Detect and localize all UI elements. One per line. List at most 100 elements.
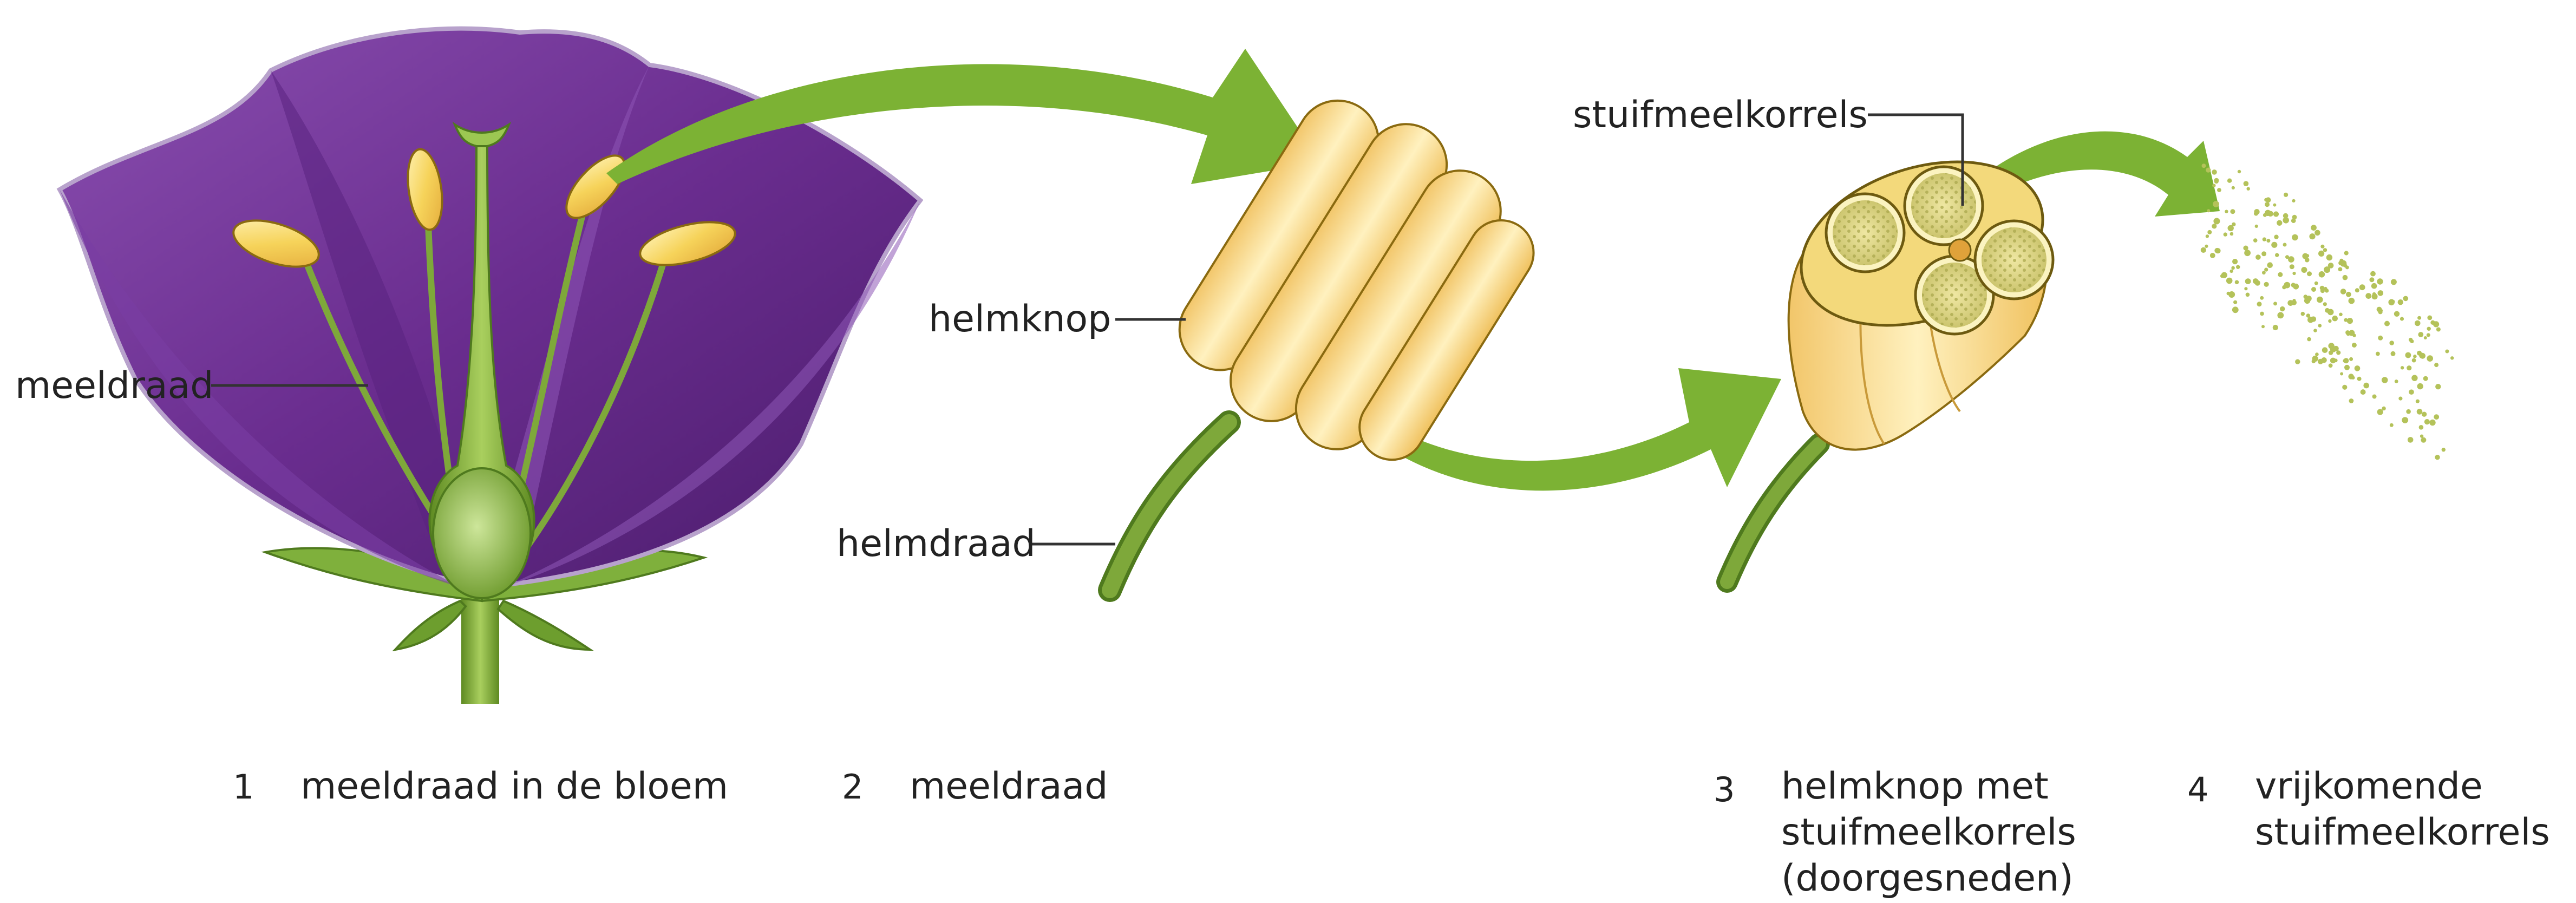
pollen-grain xyxy=(2370,271,2376,277)
pollen-grain xyxy=(2338,267,2343,272)
pollen-grain xyxy=(2265,210,2271,216)
pollen-grain xyxy=(2323,302,2327,306)
pollen-grain xyxy=(2261,251,2266,256)
anther-cross-section-illustration xyxy=(1727,133,2064,582)
pollen-grain xyxy=(2210,253,2215,258)
pollen-grain xyxy=(2363,383,2369,389)
pollen-grain xyxy=(2283,213,2289,219)
pollen-grain xyxy=(2320,245,2324,248)
pollen-grain xyxy=(2260,296,2264,300)
pollen-grain xyxy=(2332,316,2338,322)
pollen-grain xyxy=(2391,279,2397,285)
pollen-grain xyxy=(2409,389,2414,395)
pollen-grain xyxy=(2330,346,2337,352)
pollen-grain xyxy=(2427,327,2431,331)
pollen-grain xyxy=(2315,352,2319,356)
pollen-grain xyxy=(2232,259,2238,264)
pollen-grain xyxy=(2406,409,2411,414)
pollen-grain xyxy=(2339,313,2343,317)
pollen-grain xyxy=(2427,355,2433,362)
pollen-grain xyxy=(2413,355,2417,358)
pollen-grain xyxy=(2434,414,2439,420)
pollen-grain xyxy=(2402,417,2408,423)
pollen-grain xyxy=(2427,316,2432,320)
label-stuifmeelkorrels: stuifmeelkorrels xyxy=(1573,94,1868,136)
pollen-grain xyxy=(2253,238,2258,243)
pollen-grain xyxy=(2434,363,2438,367)
pollen-grain xyxy=(2244,181,2249,186)
pollen-grain xyxy=(2400,317,2404,320)
pollen-grain xyxy=(2372,395,2377,399)
pollen-grain xyxy=(2238,170,2241,173)
pollen-grain xyxy=(2231,266,2235,270)
pollen-grain xyxy=(2217,188,2221,192)
pollen-grain xyxy=(2230,270,2233,273)
pollen-grain xyxy=(2277,312,2284,319)
caption-1-number: 1 xyxy=(233,767,254,807)
pollen-grain xyxy=(2355,365,2361,371)
pollen-grain xyxy=(2346,292,2351,297)
pollen-grain xyxy=(2226,278,2233,284)
pollen-grain xyxy=(2401,366,2404,369)
pollen-grain xyxy=(2246,293,2250,297)
pollen-grain xyxy=(2278,272,2283,277)
pollen-grain xyxy=(2273,302,2277,305)
pollen-grain xyxy=(2398,397,2402,401)
pollen-grain xyxy=(2388,299,2395,306)
pollen-grain xyxy=(2352,333,2356,337)
pollen-grain xyxy=(2342,385,2347,390)
pollen-grain xyxy=(2232,186,2235,189)
pollen-grain xyxy=(2348,374,2353,379)
pollen-grain xyxy=(2417,383,2423,389)
pollen-grain xyxy=(2214,178,2219,183)
pollen-grain xyxy=(2212,184,2215,187)
pollen-grain xyxy=(2424,419,2430,424)
pollen-grain xyxy=(2302,253,2308,259)
pollen-grain xyxy=(2307,337,2311,342)
pollen-grain xyxy=(2382,407,2385,410)
pollen-grain xyxy=(2322,347,2328,353)
pollen-grain xyxy=(2202,163,2206,168)
pollen-grain xyxy=(2359,284,2365,290)
pollen-grain xyxy=(2212,224,2217,228)
pollen-grain xyxy=(2343,264,2347,267)
pollen-grain xyxy=(2284,282,2290,289)
pollen-grain xyxy=(2309,233,2315,239)
pollen-grain xyxy=(2327,309,2334,316)
pollen-grain xyxy=(2326,254,2332,260)
caption-2-number: 2 xyxy=(842,767,863,807)
pollen-grain xyxy=(2280,306,2285,311)
pollen-grain xyxy=(2411,375,2417,381)
pollen-grain xyxy=(2343,275,2348,280)
pollen-grain xyxy=(2395,379,2398,383)
pollen-grain xyxy=(2377,409,2383,415)
pollen-grain xyxy=(2255,254,2261,260)
pollen-grain xyxy=(2361,389,2366,395)
pollen-grain xyxy=(2273,211,2279,217)
pollen-grain xyxy=(2264,268,2268,272)
pollen-grain xyxy=(2412,358,2416,363)
pollen-grain xyxy=(2287,300,2293,306)
pollen-grain xyxy=(2382,377,2388,383)
pollen-grain xyxy=(2244,287,2247,290)
pollen-grain xyxy=(2429,420,2435,426)
pollen-grain xyxy=(2273,325,2278,330)
pollen-grain xyxy=(2352,343,2357,348)
caption-2-line-1: meeldraad xyxy=(910,765,1108,808)
pollen-grain xyxy=(2283,243,2287,247)
pollen-grain xyxy=(2255,225,2258,228)
pollen-grain xyxy=(2228,225,2234,231)
pollen-grain xyxy=(2403,296,2409,302)
pollen-grain xyxy=(2291,218,2296,223)
pollen-grain xyxy=(2344,318,2348,322)
pollen-grain xyxy=(2423,376,2428,381)
pollen-grain xyxy=(2377,278,2383,284)
pollen-grain xyxy=(2378,336,2383,341)
pollen-grain xyxy=(2311,225,2317,231)
pollen-grain xyxy=(2339,259,2343,263)
pollen-grain xyxy=(2301,267,2307,273)
pollen-grain xyxy=(2347,318,2353,324)
pollen-grain xyxy=(2418,332,2423,337)
pollen-grain xyxy=(2417,316,2421,320)
